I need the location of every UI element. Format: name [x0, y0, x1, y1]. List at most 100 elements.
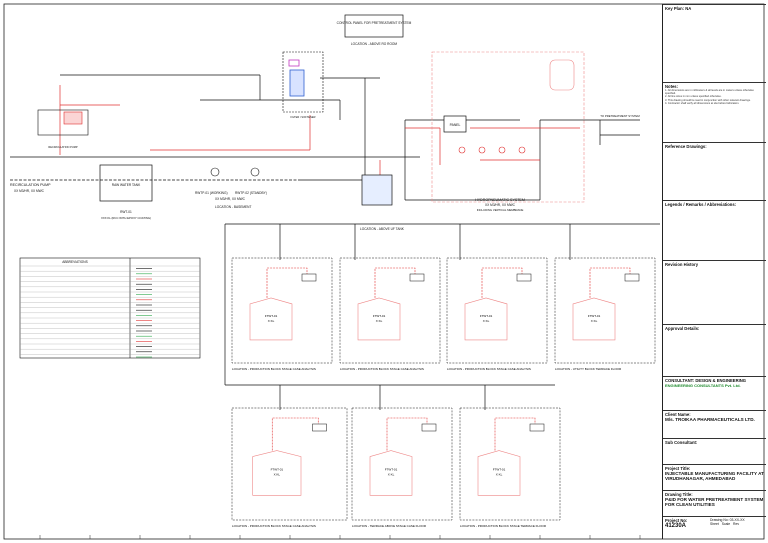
zone-location-label: LOCATION - TERRACE ABOVE STAGE CASE FLOO…: [352, 524, 427, 528]
ftwt-spec: X KL: [483, 319, 490, 323]
rev-label: Rev: [733, 522, 740, 526]
rwtp-spec-label: XX M3/HR, XX MWC: [215, 197, 246, 201]
zone-boundary: [351, 407, 453, 521]
zone-7: FTWT-01X KL LOCATION - PRODUCTION BLOCK S…: [459, 407, 561, 528]
ftwt-label: FTWT-01: [271, 468, 284, 472]
supply-line: [494, 417, 536, 451]
supply-line: [271, 417, 319, 451]
recirculation-skid[interactable]: [37, 109, 89, 136]
zone-panel[interactable]: [301, 273, 317, 282]
rwt-label: RWT-01: [120, 210, 132, 214]
ftwt-spec: X KL: [274, 473, 281, 477]
recirculation-vessel[interactable]: [63, 111, 83, 125]
break-tank[interactable]: [361, 174, 393, 206]
rwtp-location-label: LOCATION - BASEMENT: [215, 205, 251, 209]
ftwt-label: FTWT-01: [588, 314, 601, 318]
zone-panel[interactable]: [516, 273, 532, 282]
zone-boundary: [459, 407, 561, 521]
ftwt-label: FTWT-01: [493, 468, 506, 472]
zone-panel[interactable]: [529, 423, 545, 432]
grid-ticks-bottom: [39, 535, 641, 539]
drawing-no: Drawing No: 03-XX-XX: [710, 518, 764, 522]
zone-2: FTWT-01X KL LOCATION - PRODUCTION BLOCK S…: [339, 257, 441, 371]
supply-line: [481, 267, 523, 298]
ftwt-tank[interactable]: [572, 297, 616, 341]
reference-drawings: Reference Drawings:: [663, 142, 766, 200]
recirculation-caption: RECIRCULATION PUMP: [48, 145, 77, 149]
sub-consultant: Sub Consultant:: [663, 438, 766, 464]
ftwt-tank[interactable]: [464, 297, 508, 341]
project-title-section: Project Title: INJECTABLE MANUFACTURING …: [663, 464, 766, 490]
zone-panel[interactable]: [409, 273, 425, 282]
hydro-system-title: HYDROPNEUMATIC SYSTEM: [475, 198, 525, 202]
ftwt-tank[interactable]: [477, 450, 521, 496]
ftwt-tank[interactable]: [252, 450, 302, 496]
notes-section: Notes: 1. All dimensions are in millimet…: [663, 82, 766, 142]
zone-boundary: [231, 257, 333, 364]
consultant-section: CONSULTANT: DESIGN & ENGINEERING ENGINEE…: [663, 376, 766, 410]
control-panel-title: CONTROL PANEL FOR PRETREATMENT SYSTEM: [337, 21, 412, 25]
panel-label: PANEL: [450, 123, 461, 127]
zone-location-label: LOCATION - PRODUCTION BLOCK STAGE CASE A…: [340, 367, 424, 371]
ftwt-spec: X KL: [496, 473, 503, 477]
zone-panel[interactable]: [421, 423, 437, 432]
project-no-section: Project No: 41230A Drawing No: 03-XX-XX …: [663, 516, 766, 539]
zone-location-label: LOCATION - PRODUCTION BLOCK STAGE CASE A…: [232, 524, 316, 528]
project-no: 41230A: [665, 523, 687, 529]
main-pipelines: [10, 74, 660, 410]
ftwt-spec: X KL: [591, 319, 598, 323]
hydro-system-spec: XX M3/HR, XX MWC: [485, 203, 516, 207]
pump-hp4[interactable]: [518, 146, 526, 154]
scale-label: Scale: [721, 522, 731, 526]
zone-location-label: LOCATION - PRODUCTION BLOCK STAGE CASE A…: [447, 367, 531, 371]
key-plan: Key Plan: NA: [663, 4, 766, 82]
pump-hp1[interactable]: [458, 146, 466, 154]
control-panel-box[interactable]: [344, 14, 404, 38]
ftwt-label: FTWT-01: [373, 314, 386, 318]
filter-dosing[interactable]: [288, 59, 300, 67]
control-panel-location: LOCATION - ABOVE RO ROOM: [351, 42, 398, 46]
filter-unit-frame[interactable]: [282, 51, 324, 113]
supply-line: [589, 267, 631, 298]
drawing-frame: [3, 3, 765, 540]
sheet-label: Sheet: [710, 522, 719, 526]
note-2: 2. All line sizes in mm unless specified…: [665, 95, 722, 99]
title-block: Key Plan: NA Notes: 1. All dimensions ar…: [662, 4, 766, 539]
consultant-title: CONSULTANT: DESIGN & ENGINEERING: [665, 378, 747, 383]
panel-box[interactable]: [443, 115, 467, 133]
zone-location-label: LOCATION - PRODUCTION BLOCK STAGE CASE A…: [232, 367, 316, 371]
rwtp-standby-label: RWTP-02 (STANDBY): [235, 191, 267, 195]
client-title: Client Name:: [665, 412, 691, 417]
pump-hp2[interactable]: [478, 146, 486, 154]
drawing-no-value: 03-XX-XX: [729, 518, 745, 522]
legend-title: ABBREVIATIONS: [62, 260, 87, 264]
zone-boundary: [446, 257, 548, 364]
zone-panel[interactable]: [312, 423, 327, 432]
ftwt-spec: X KL: [268, 319, 275, 323]
approval-details: Approval Details:: [663, 324, 766, 376]
right-note: TO PRETREATMENT SYSTEM: [600, 114, 640, 118]
ftwt-tank[interactable]: [357, 297, 401, 341]
ftwt-tank[interactable]: [249, 297, 293, 341]
notes-title: Notes:: [665, 84, 679, 89]
ftwt-spec: X KL: [376, 319, 383, 323]
zone-location-label: LOCATION - PRODUCTION BLOCK STAGE TERRAC…: [460, 524, 547, 528]
red-pipelines: [59, 85, 580, 185]
zone-panel[interactable]: [624, 273, 640, 282]
client-name: M/s. TROIKAA PHARMACEUTICALS LTD.: [665, 417, 755, 422]
upper-location-label: LOCATION - ABOVE UF TANK: [360, 227, 405, 231]
raw-water-tank-label: RAW WATER TANK: [112, 183, 141, 187]
pressure-vessel[interactable]: [549, 59, 575, 91]
rwtp-01-pump[interactable]: [210, 167, 220, 177]
zone-location-label: LOCATION - UTILITY BLOCK TERRACE FLOOR: [555, 367, 622, 371]
ftwt-tank[interactable]: [369, 450, 413, 496]
rwtp-02-pump[interactable]: [250, 167, 260, 177]
zone-boundary: [339, 257, 441, 364]
raw-water-tank[interactable]: [99, 164, 153, 202]
pump-hp3[interactable]: [498, 146, 506, 154]
drawing-title-section: Drawing Title: P&ID FOR WATER PRETREATME…: [663, 490, 766, 516]
filter-vessel[interactable]: [289, 69, 305, 97]
